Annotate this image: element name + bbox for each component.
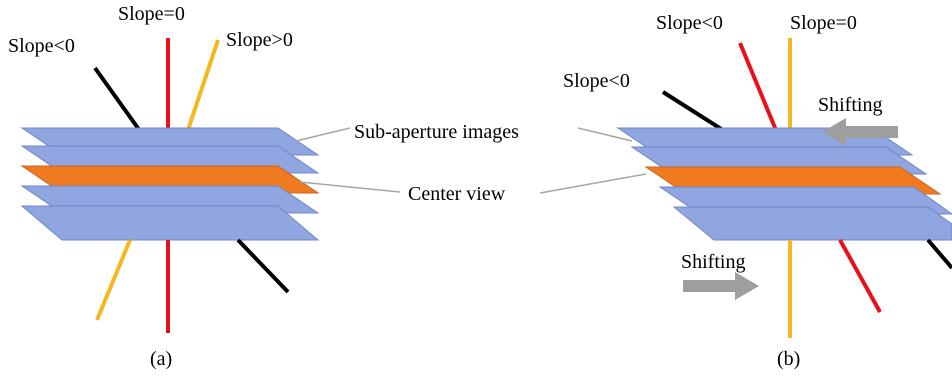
sub-aperture-images-label: Sub-aperture images <box>354 121 519 143</box>
panel-a-negative-slope-line-bottom <box>236 238 290 294</box>
shifting-bottom-label: Shifting <box>681 251 745 273</box>
panel-a-caption: (a) <box>150 348 172 370</box>
panel-a-slope-zero-label: Slope=0 <box>118 3 185 25</box>
shifting-top-label: Shifting <box>818 94 882 116</box>
panel-a-subaperture-plane <box>20 205 320 241</box>
panel-a-positive-slope-line-bottom <box>95 239 132 321</box>
shifting-left-arrow <box>822 118 898 146</box>
center-view-label: Center view <box>408 183 506 205</box>
panel-b-caption: (b) <box>777 348 800 370</box>
panel-b-negative-slope-line-top <box>738 42 780 136</box>
center-view-leader-right <box>539 173 647 194</box>
panel-b-negative-slope-line-bottom <box>838 239 882 313</box>
panel-b-negative-slope-line-right <box>926 238 952 270</box>
panel-b: Slope<0 Slope=0 Slope<0 Shifting Shiftin… <box>563 12 952 370</box>
panel-a-slope-negative-label: Slope<0 <box>8 35 75 57</box>
center-view-leader-left <box>299 181 401 193</box>
sub-aperture-leader-right <box>577 127 633 142</box>
panel-b-slope-negative-mid-label: Slope<0 <box>563 70 630 92</box>
panel-b-subaperture-plane <box>672 206 952 241</box>
panel-a: Slope=0 Slope<0 Slope>0 (a) <box>8 3 320 370</box>
sub-aperture-leader-left <box>295 127 351 142</box>
panel-a-slope-positive-label: Slope>0 <box>226 29 293 51</box>
shifting-right-arrow <box>683 272 759 300</box>
panel-b-slope-negative-top-label: Slope<0 <box>656 12 723 34</box>
annotations: Sub-aperture images Center view <box>295 121 647 205</box>
panel-b-slope-zero-label: Slope=0 <box>790 12 857 34</box>
